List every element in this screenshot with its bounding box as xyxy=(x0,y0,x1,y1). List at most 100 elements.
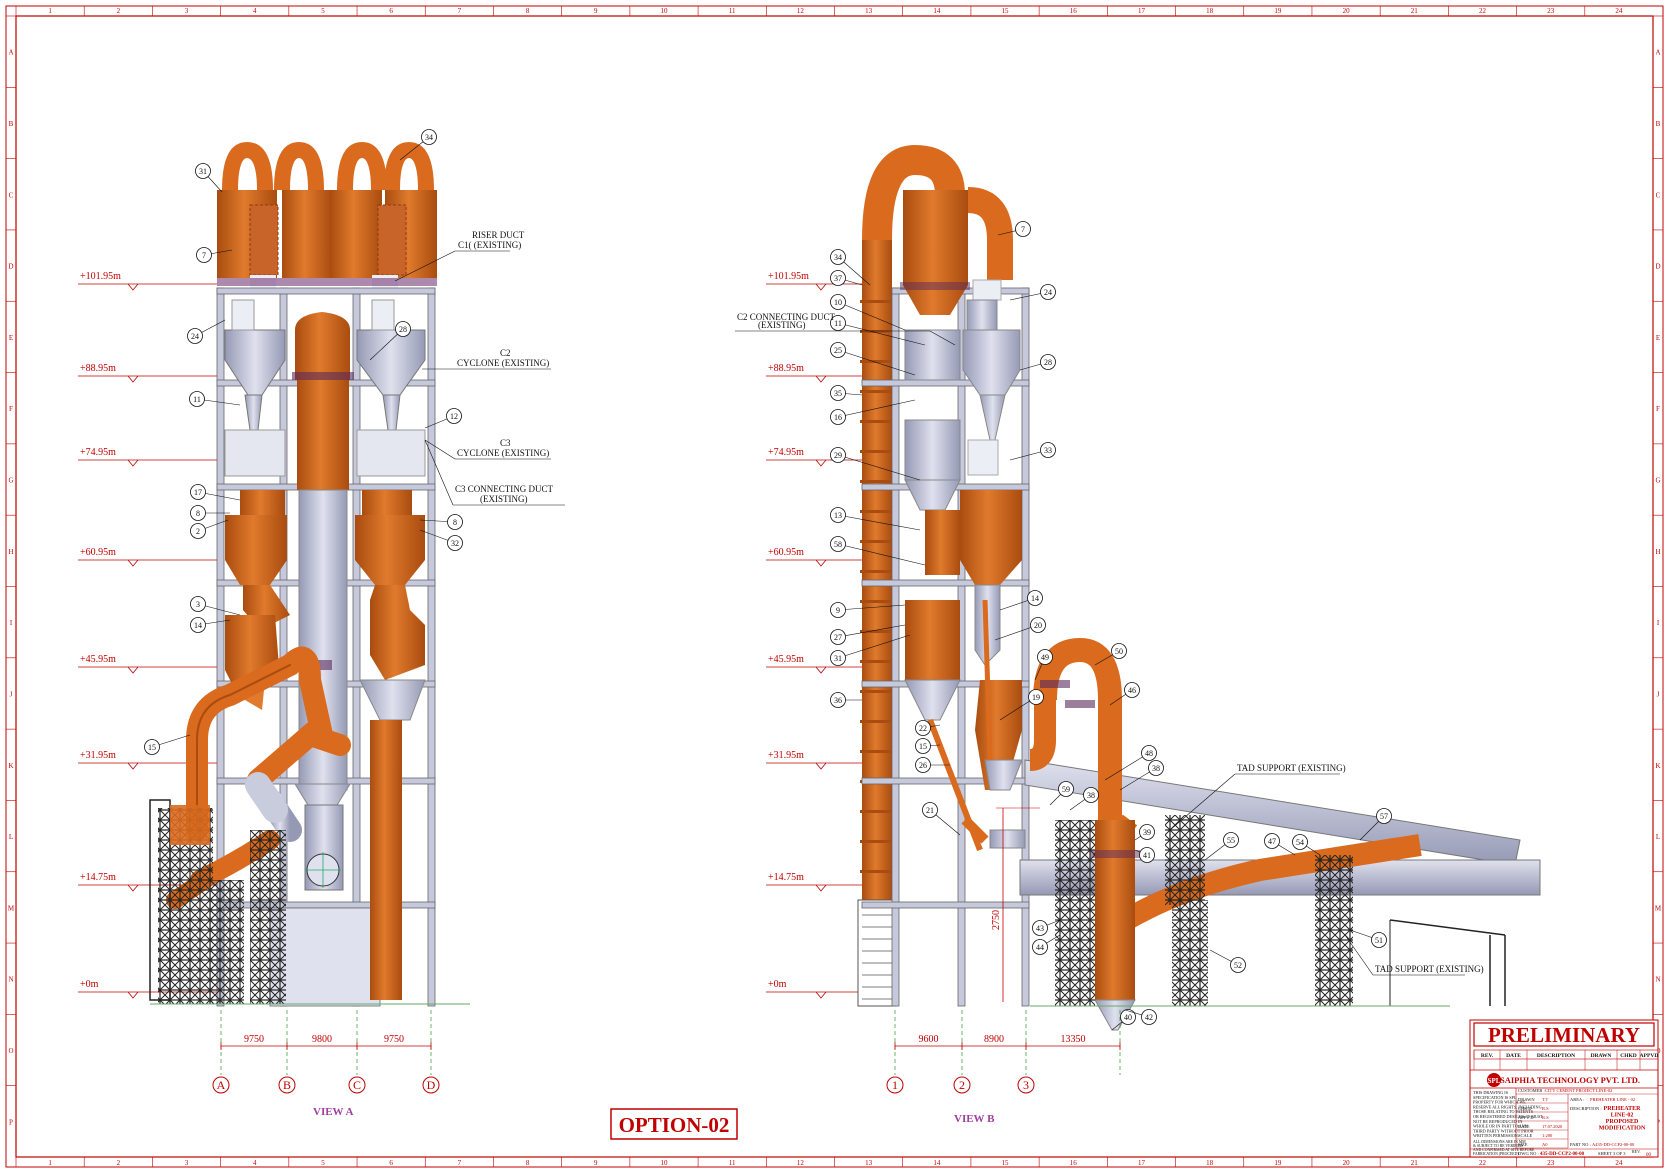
elevation-label: +101.95m xyxy=(80,271,121,282)
dimension-value: 9750 xyxy=(384,1034,404,1045)
tb-field-value: A0 xyxy=(1542,1142,1548,1147)
note-c2-duct-1: C2 CONNECTING DUCT xyxy=(737,312,836,322)
callout-number: 14 xyxy=(194,621,202,630)
frame-col-label: 3 xyxy=(185,7,189,15)
grid-axis-label: 3 xyxy=(1023,1078,1029,1092)
note-tad-support-2: TAD SUPPORT (EXISTING) xyxy=(1375,964,1484,974)
callout-number: 13 xyxy=(834,511,842,520)
elevation-label: +45.95m xyxy=(80,654,116,665)
tb-area-value: PREHEATER LINE - 02 xyxy=(1590,1097,1635,1102)
notice-line: SPECIFICATION IS SPL xyxy=(1473,1095,1517,1100)
tb-field-value: CITY CEMENT PROJECT LINE-02 xyxy=(1545,1088,1612,1093)
tb-rev-value: 00 xyxy=(1646,1153,1652,1158)
frame-col-label: 5 xyxy=(321,7,325,15)
frame-col-label: 3 xyxy=(185,1159,189,1167)
callout-number: 38 xyxy=(1152,764,1160,773)
callout-number: 33 xyxy=(1044,446,1052,455)
callout-number: 34 xyxy=(425,133,433,142)
callout-number: 46 xyxy=(1128,686,1136,695)
callout-number: 26 xyxy=(919,761,927,770)
notice-line: WRITTEN PERMISSION. xyxy=(1473,1133,1519,1138)
callout-number: 44 xyxy=(1036,943,1044,952)
note-riser-duct-1: RISER DUCT xyxy=(472,230,525,240)
frame-row-label: J xyxy=(10,690,13,698)
elevation-label: +74.95m xyxy=(768,447,804,458)
frame-col-label: 2 xyxy=(117,1159,121,1167)
callout-number: 25 xyxy=(834,346,842,355)
frame-col-label: 1 xyxy=(48,1159,52,1167)
tb-field-value: T.T xyxy=(1542,1097,1549,1102)
dims-note-line: FABRICATION (PROCEED) xyxy=(1473,1152,1519,1156)
frame-col-label: 21 xyxy=(1411,7,1419,15)
frame-row-label: K xyxy=(8,762,13,770)
callout-number: 7 xyxy=(202,251,206,260)
frame-col-label: 15 xyxy=(1002,7,1010,15)
tb-dwgno-label: DWG NO : xyxy=(1518,1151,1539,1156)
elevation-label: +14.75m xyxy=(768,872,804,883)
note-c2-duct-2: (EXISTING) xyxy=(758,320,806,330)
frame-row-label: A xyxy=(1655,49,1660,57)
frame-col-label: 12 xyxy=(797,1159,805,1167)
grid-axis-label: D xyxy=(427,1078,436,1092)
callout-number: 43 xyxy=(1036,924,1044,933)
frame-col-label: 13 xyxy=(865,1159,873,1167)
frame-col-label: 22 xyxy=(1479,7,1487,15)
view-b-steel-cyclones xyxy=(904,299,1021,511)
frame-col-label: 16 xyxy=(1070,7,1078,15)
callout-number: 9 xyxy=(836,606,840,615)
frame-row-label: F xyxy=(9,405,13,413)
option-text: OPTION-02 xyxy=(619,1113,730,1137)
callout-number: 16 xyxy=(834,413,842,422)
elevation-label: +0m xyxy=(80,979,99,990)
grid-axis-label: A xyxy=(217,1078,226,1092)
frame-row-label: C xyxy=(9,191,14,199)
view-a-c2-c3-cyclones xyxy=(224,299,426,477)
note-c2-2: CYCLONE (EXISTING) xyxy=(457,358,549,368)
view-a-drawing: +101.95m+88.95m+74.95m+60.95m+45.95m+31.… xyxy=(78,129,565,1118)
dims-note-line: AND CONFIRMED AT SITE BEFORE xyxy=(1473,1148,1535,1152)
frame-col-label: 8 xyxy=(526,7,530,15)
elevation-label: +88.95m xyxy=(768,363,804,374)
dimension-value: 8900 xyxy=(984,1034,1004,1045)
frame-col-label: 10 xyxy=(660,7,668,15)
callout-number: 42 xyxy=(1145,1013,1153,1022)
elevation-label: +0m xyxy=(768,979,787,990)
dims-note-line: ALL DIMENSIONS ARE IN MM xyxy=(1473,1140,1526,1144)
notice-line: THOSE RELATING TO PATENTS xyxy=(1473,1109,1534,1114)
callout-number: 22 xyxy=(919,724,927,733)
tb-area-label: AREA : xyxy=(1570,1097,1584,1102)
grid-axis-label: 1 xyxy=(892,1078,898,1092)
callout-number: 15 xyxy=(148,743,156,752)
callout-number: 24 xyxy=(191,332,199,341)
callout-number: 50 xyxy=(1115,647,1123,656)
frame-col-label: 5 xyxy=(321,1159,325,1167)
elevation-label: +60.95m xyxy=(768,547,804,558)
option-label: OPTION-02 xyxy=(610,1108,738,1140)
callout-number: 39 xyxy=(1143,828,1151,837)
note-c3-duct-2: (EXISTING) xyxy=(480,494,528,504)
view-b-elevation-markers: +101.95m+88.95m+74.95m+60.95m+45.95m+31.… xyxy=(766,271,862,999)
tb-desc-line: PREHEATER xyxy=(1604,1106,1642,1112)
view-b-lattice-supports xyxy=(1030,815,1506,1007)
rev-header-cell: DRAWN xyxy=(1591,1053,1612,1059)
frame-col-label: 17 xyxy=(1138,7,1146,15)
tb-sheet: SHEET 3 OF 3 xyxy=(1598,1151,1626,1156)
frame-row-label: G xyxy=(1655,477,1660,485)
dims-note-line: & SUBJECT TO BE VERIFIED xyxy=(1473,1144,1523,1148)
frame-col-label: 23 xyxy=(1547,7,1555,15)
callout-number: 47 xyxy=(1268,837,1276,846)
callout-number: 15 xyxy=(919,742,927,751)
tb-field-label: CUSTOMER : xyxy=(1518,1088,1545,1093)
callout-number: 52 xyxy=(1234,961,1242,970)
view-a-title: VIEW A xyxy=(313,1106,354,1118)
rev-header-cell: REV. xyxy=(1481,1053,1494,1059)
callout-number: 11 xyxy=(834,319,842,328)
view-b-vertical-dimension: 2750 xyxy=(991,807,1040,1002)
callout-number: 12 xyxy=(450,412,458,421)
frame-row-label: L xyxy=(1656,833,1660,841)
view-b-riser-duct xyxy=(857,144,965,1007)
view-a-lattice-supports xyxy=(149,799,470,1005)
